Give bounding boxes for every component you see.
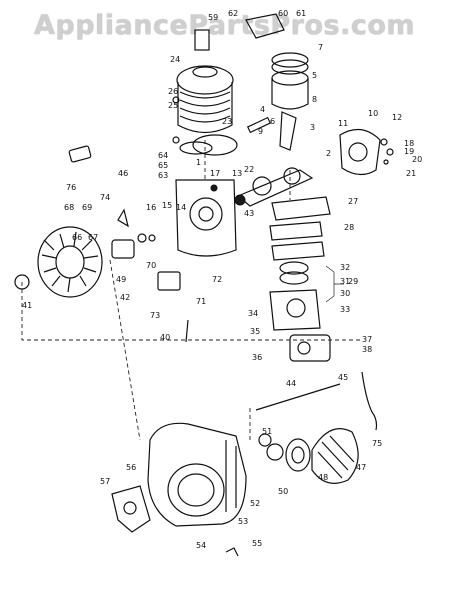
piston-group — [246, 52, 309, 151]
part-label-42: 42 — [120, 293, 130, 302]
part-label-62: 62 — [228, 9, 238, 18]
part-label-23: 23 — [222, 117, 232, 126]
part-label-59: 59 — [208, 13, 218, 22]
part-label-10: 10 — [368, 109, 378, 118]
part-label-50: 50 — [278, 487, 288, 496]
part-label-25: 25 — [168, 101, 178, 110]
part-label-47: 47 — [356, 463, 366, 472]
part-label-54: 54 — [196, 541, 206, 550]
cylinder-assembly — [176, 13, 285, 156]
part-label-56: 56 — [126, 463, 136, 472]
part-label-70: 70 — [146, 261, 156, 270]
part-label-46: 46 — [118, 169, 128, 178]
part-label-36: 36 — [252, 353, 262, 362]
starter-group — [255, 383, 359, 484]
part-label-26: 26 — [168, 87, 178, 96]
part-label-16: 16 — [146, 203, 156, 212]
part-label-73: 73 — [150, 311, 160, 320]
part-label-11: 11 — [338, 119, 348, 128]
part-label-5: 5 — [312, 71, 317, 80]
part-label-64: 64 — [158, 151, 168, 160]
part-label-44: 44 — [286, 379, 296, 388]
part-label-12: 12 — [392, 113, 402, 122]
part-label-24: 24 — [170, 55, 180, 64]
part-label-14: 14 — [176, 203, 186, 212]
part-label-71: 71 — [196, 297, 206, 306]
part-label-41: 41 — [22, 301, 32, 310]
part-label-55: 55 — [252, 539, 262, 548]
part-label-40: 40 — [160, 333, 170, 342]
part-label-52: 52 — [250, 499, 260, 508]
part-label-15: 15 — [162, 201, 172, 210]
part-label-53: 53 — [238, 517, 248, 526]
part-label-29: 29 — [348, 277, 358, 286]
fuel-line — [361, 371, 378, 431]
carburetor-group — [269, 196, 331, 362]
part-label-66: 66 — [72, 233, 82, 242]
part-label-43: 43 — [244, 209, 254, 218]
part-label-22: 22 — [244, 165, 254, 174]
part-label-1: 1 — [196, 158, 201, 167]
part-label-3: 3 — [310, 123, 315, 132]
part-label-13: 13 — [232, 169, 242, 178]
part-label-30: 30 — [340, 289, 350, 298]
part-label-17: 17 — [210, 169, 220, 178]
part-label-69: 69 — [82, 203, 92, 212]
part-label-49: 49 — [116, 275, 126, 284]
part-label-20: 20 — [412, 155, 422, 164]
part-label-63: 63 — [158, 171, 168, 180]
part-label-57: 57 — [100, 477, 110, 486]
part-label-34: 34 — [248, 309, 258, 318]
part-label-18: 18 — [404, 139, 414, 148]
part-label-74: 74 — [100, 193, 110, 202]
part-label-19: 19 — [404, 147, 414, 156]
crankcase — [68, 129, 381, 257]
part-label-45: 45 — [338, 373, 348, 382]
part-label-67: 67 — [88, 233, 98, 242]
part-label-33: 33 — [340, 305, 350, 314]
part-label-61: 61 — [296, 9, 306, 18]
part-label-60: 60 — [278, 9, 288, 18]
part-label-35: 35 — [250, 327, 260, 336]
part-label-51: 51 — [262, 427, 272, 436]
part-label-65: 65 — [158, 161, 168, 170]
part-label-27: 27 — [348, 197, 358, 206]
part-labels: 1234567891011121314151617181920212223242… — [22, 9, 422, 550]
part-label-37: 37 — [362, 335, 372, 344]
part-label-6: 6 — [270, 117, 275, 126]
flywheel — [14, 208, 135, 298]
part-label-9: 9 — [258, 127, 263, 136]
part-label-38: 38 — [362, 345, 372, 354]
part-label-75: 75 — [372, 439, 382, 448]
part-label-31: 31 — [340, 277, 350, 286]
fan-housing — [111, 422, 247, 533]
part-label-68: 68 — [64, 203, 74, 212]
part-label-21: 21 — [406, 169, 416, 178]
part-label-72: 72 — [212, 275, 222, 284]
part-label-76: 76 — [66, 183, 76, 192]
assembly-lines — [21, 140, 360, 441]
part-label-8: 8 — [312, 95, 317, 104]
part-label-7: 7 — [318, 43, 323, 52]
small-hardware — [137, 96, 394, 557]
part-label-32: 32 — [340, 263, 350, 272]
watermark: AppliancePartsPros.com — [34, 10, 416, 41]
bracket-29 — [325, 265, 344, 303]
part-label-28: 28 — [344, 223, 354, 232]
part-label-48: 48 — [318, 473, 328, 482]
part-label-4: 4 — [260, 105, 265, 114]
part-label-2: 2 — [326, 149, 331, 158]
